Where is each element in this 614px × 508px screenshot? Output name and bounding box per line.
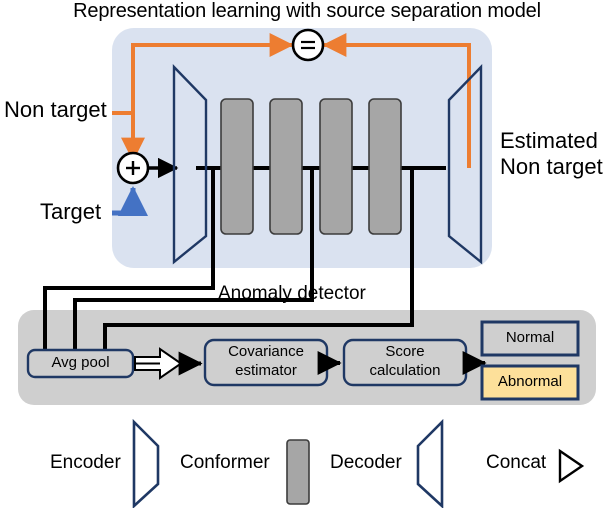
- non-target-input-label: Non target: [4, 97, 107, 122]
- tap-line-conformer4: [103, 168, 414, 352]
- legend-decoder-icon: [416, 418, 444, 508]
- decoder-shape: [447, 64, 483, 265]
- legend-decoder-label: Decoder: [330, 452, 402, 473]
- legend-encoder-icon: [132, 418, 160, 508]
- legend-concat-label: Concat: [486, 452, 547, 473]
- legend-concat-icon: [558, 448, 585, 484]
- legend-conformer-icon: [286, 439, 310, 505]
- conformer-block-2: [269, 98, 303, 235]
- equals-node-circle: [291, 28, 325, 62]
- estimated-output-line1: Estimated: [500, 128, 598, 153]
- blue-target-input-path: [112, 185, 148, 216]
- abnormal-outcome-label: Abnormal: [497, 373, 563, 390]
- encoder-shape: [172, 64, 208, 265]
- legend-encoder-label: Encoder: [50, 452, 121, 473]
- normal-outcome-label: Normal: [505, 329, 555, 346]
- conformer-block-1: [220, 98, 254, 235]
- avg-pool-block[interactable]: [26, 348, 135, 379]
- abnormal-outcome-box[interactable]: [480, 364, 580, 401]
- legend-conformer-label: Conformer: [180, 452, 270, 473]
- orange-estimated-nontarget-path: [322, 33, 471, 168]
- score-calculation-label-line2: calculation: [369, 362, 441, 379]
- target-input-label: Target: [40, 199, 102, 224]
- covariance-estimator-label-line2: estimator: [235, 362, 297, 379]
- page-title: Representation learning with source sepa…: [73, 0, 541, 22]
- normal-outcome-box[interactable]: [480, 320, 580, 357]
- covariance-estimator-label-line1: Covariance: [228, 343, 304, 360]
- anomaly-detector-title: Anomaly detector: [218, 283, 366, 304]
- tap-line-conformer2: [73, 168, 314, 352]
- avg-pool-label: Avg pool: [51, 354, 110, 371]
- concat-arrow-shape: [134, 347, 183, 380]
- tap-line-encoder: [43, 168, 215, 352]
- estimated-output-line2: Non target: [500, 154, 603, 179]
- conformer-block-4: [368, 98, 402, 235]
- score-calculation-label-line1: Score: [385, 343, 425, 360]
- conformer-block-3: [319, 98, 353, 235]
